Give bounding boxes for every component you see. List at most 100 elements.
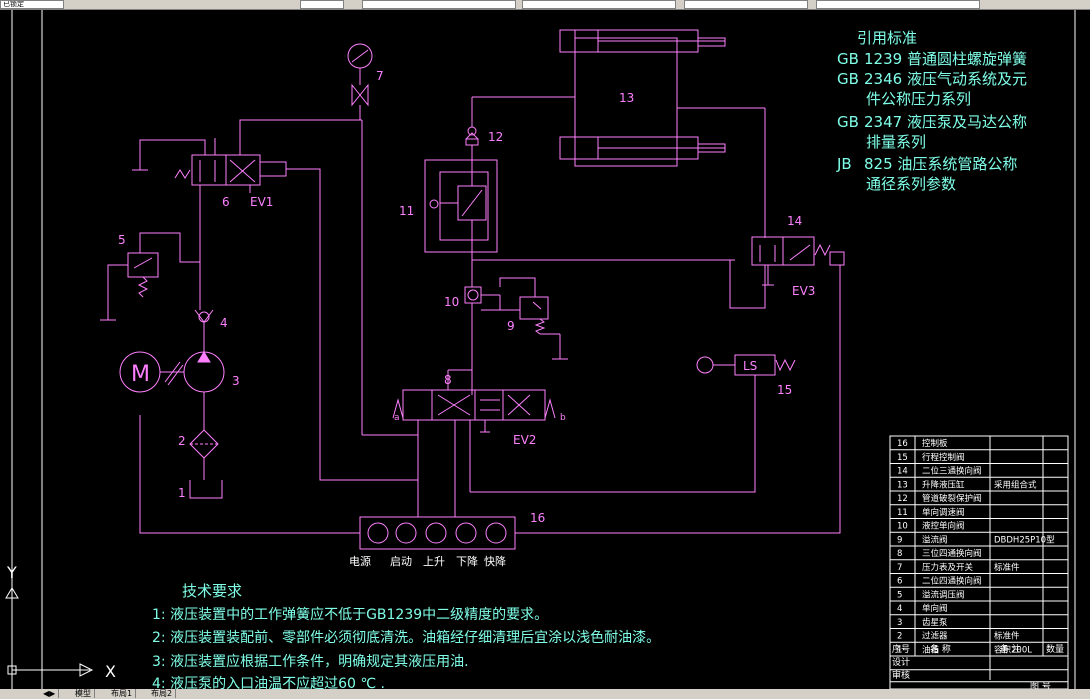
table-row: 11 单向调速阀 [897, 507, 965, 518]
tab-model[interactable]: 模型 [72, 689, 95, 698]
label-3: 3 [232, 374, 240, 388]
table-cell-no: 10 [897, 522, 908, 532]
toolbar-combo-5[interactable] [816, 0, 980, 9]
top-toolbar: 已锁定 [0, 0, 1090, 10]
table-row: 6 二位四通换向阀 [897, 576, 982, 587]
label-15: 15 [777, 383, 792, 397]
toolbar-combo-4[interactable] [684, 0, 808, 9]
tab-layout1[interactable]: 布局1 [108, 689, 137, 698]
tech-item-3: 3: 液压装置应根据工作条件，明确规定其液压用油. [152, 653, 469, 670]
valve-9 [499, 277, 568, 360]
drawing-frame [11, 10, 1076, 689]
axis-x-label: X [105, 662, 116, 681]
cylinder-13 [471, 29, 766, 238]
table-cell-name: 管道破裂保护阀 [922, 493, 982, 504]
toolbar-combo-2[interactable] [362, 0, 516, 9]
standard-code-6: JB [836, 155, 852, 173]
standard-code-1: GB [837, 50, 859, 68]
layer-dropdown[interactable]: 已锁定 [0, 0, 64, 9]
label-5: 5 [118, 233, 126, 247]
table-cell-name: 二位三通换向阀 [922, 466, 982, 477]
label-9: 9 [507, 319, 515, 333]
parts-list-table [889, 435, 1069, 689]
valve-11 [424, 159, 498, 287]
label-6: 6 [222, 195, 230, 209]
table-cell-name: 溢流调压阀 [922, 589, 965, 600]
table-cell-no: 5 [897, 590, 902, 600]
tech-item-1: 1: 液压装置中的工作弹簧应不低于GB1239中二级精度的要求。 [152, 606, 548, 623]
table-cell-no: 7 [897, 563, 902, 573]
label-1: 1 [178, 486, 186, 500]
label-ev2: EV2 [513, 433, 536, 447]
label-14: 14 [787, 214, 802, 228]
label-a: a [394, 413, 400, 423]
drawing-canvas[interactable]: 1 2 3 4 5 6 7 8 9 10 11 12 13 14 15 16 E… [0, 10, 1090, 689]
valve-14 [472, 236, 845, 309]
table-cell-no: 1 [897, 645, 902, 655]
standard-text-6: 825 油压系统管路公称 [864, 155, 1017, 173]
table-cell-name: 油箱 [922, 644, 940, 655]
label-13: 13 [619, 91, 634, 105]
label-motor: M [131, 362, 150, 387]
table-cell-note: DBDH25P10型 [994, 535, 1055, 545]
table-cell-name: 单向阀 [922, 603, 948, 614]
table-row: 1 油箱 容积200L [897, 644, 1032, 655]
valve-6 [132, 119, 362, 310]
table-header-note: 备 注 [1000, 643, 1021, 655]
table-cell-no: 8 [897, 549, 902, 559]
btn-label-down: 下降 [456, 554, 478, 568]
table-cell-note: 标准件 [994, 631, 1020, 642]
hydraulic-schematic [100, 29, 845, 550]
toolbar-combo-1[interactable] [300, 0, 344, 9]
parts-table-footer: 序号 名 称 备 注 数量 设计 审核 图 号 [892, 643, 1064, 689]
table-cell-note: 采用组合式 [994, 479, 1037, 490]
table-cell-no: 4 [897, 604, 902, 614]
standards-block: 引用标准 GB 1239 普通圆柱螺旋弹簧 GB 2346 液压气动系统及元 件… [836, 29, 1027, 193]
table-row: 16 控制板 [897, 438, 948, 449]
pump-3 [119, 351, 225, 430]
label-4: 4 [220, 316, 228, 330]
standard-text-3: 件公称压力系列 [866, 90, 971, 108]
table-cell-no: 6 [897, 577, 902, 587]
tab-nav-arrows[interactable]: ◀▶ [40, 689, 60, 698]
table-cell-name: 单向调速阀 [922, 507, 965, 518]
standard-text-2: 2346 液压气动系统及元 [864, 70, 1027, 88]
table-cell-name: 液控单向阀 [922, 521, 965, 532]
table-cell-name: 行程控制阀 [922, 452, 965, 463]
table-cell-no: 11 [897, 508, 908, 518]
table-cell-no: 16 [897, 439, 908, 449]
table-cell-name: 升降液压缸 [922, 479, 965, 490]
label-16: 16 [530, 511, 545, 525]
btn-label-up: 上升 [423, 555, 445, 568]
tab-layout2[interactable]: 布局2 [148, 689, 177, 698]
label-2: 2 [178, 434, 186, 448]
table-row: 9 溢流阀 DBDH25P10型 [897, 534, 1055, 545]
table-cell-no: 15 [897, 453, 908, 463]
table-cell-name: 控制板 [922, 438, 948, 449]
table-header-qty: 数量 [1046, 643, 1064, 655]
btn-label-start: 启动 [390, 555, 412, 568]
table-cell-name: 二位四通换向阀 [922, 576, 982, 587]
table-cell-no: 9 [897, 535, 902, 545]
label-ls: LS [743, 359, 757, 373]
table-cell-no: 2 [897, 632, 902, 642]
toolbar-combo-3[interactable] [522, 0, 676, 9]
table-cell-note: 容积200L [994, 644, 1032, 655]
tech-item-4: 4: 液压泵的入口油温不应超过60 ℃ . [152, 675, 385, 689]
table-cell-no: 3 [897, 618, 902, 628]
label-ev1: EV1 [250, 195, 273, 209]
valve-5 [100, 232, 200, 321]
table-row: 5 溢流调压阀 [897, 589, 965, 600]
table-cell-name: 溢流阀 [922, 534, 948, 545]
table-footer-design: 设计 [892, 656, 910, 668]
label-7: 7 [376, 69, 384, 83]
standard-text-4: 2347 液压泵及马达公称 [864, 113, 1027, 131]
btn-label-fast-down: 快降 [484, 554, 506, 568]
table-footer-review: 审核 [892, 669, 910, 681]
table-cell-no: 12 [897, 494, 908, 504]
